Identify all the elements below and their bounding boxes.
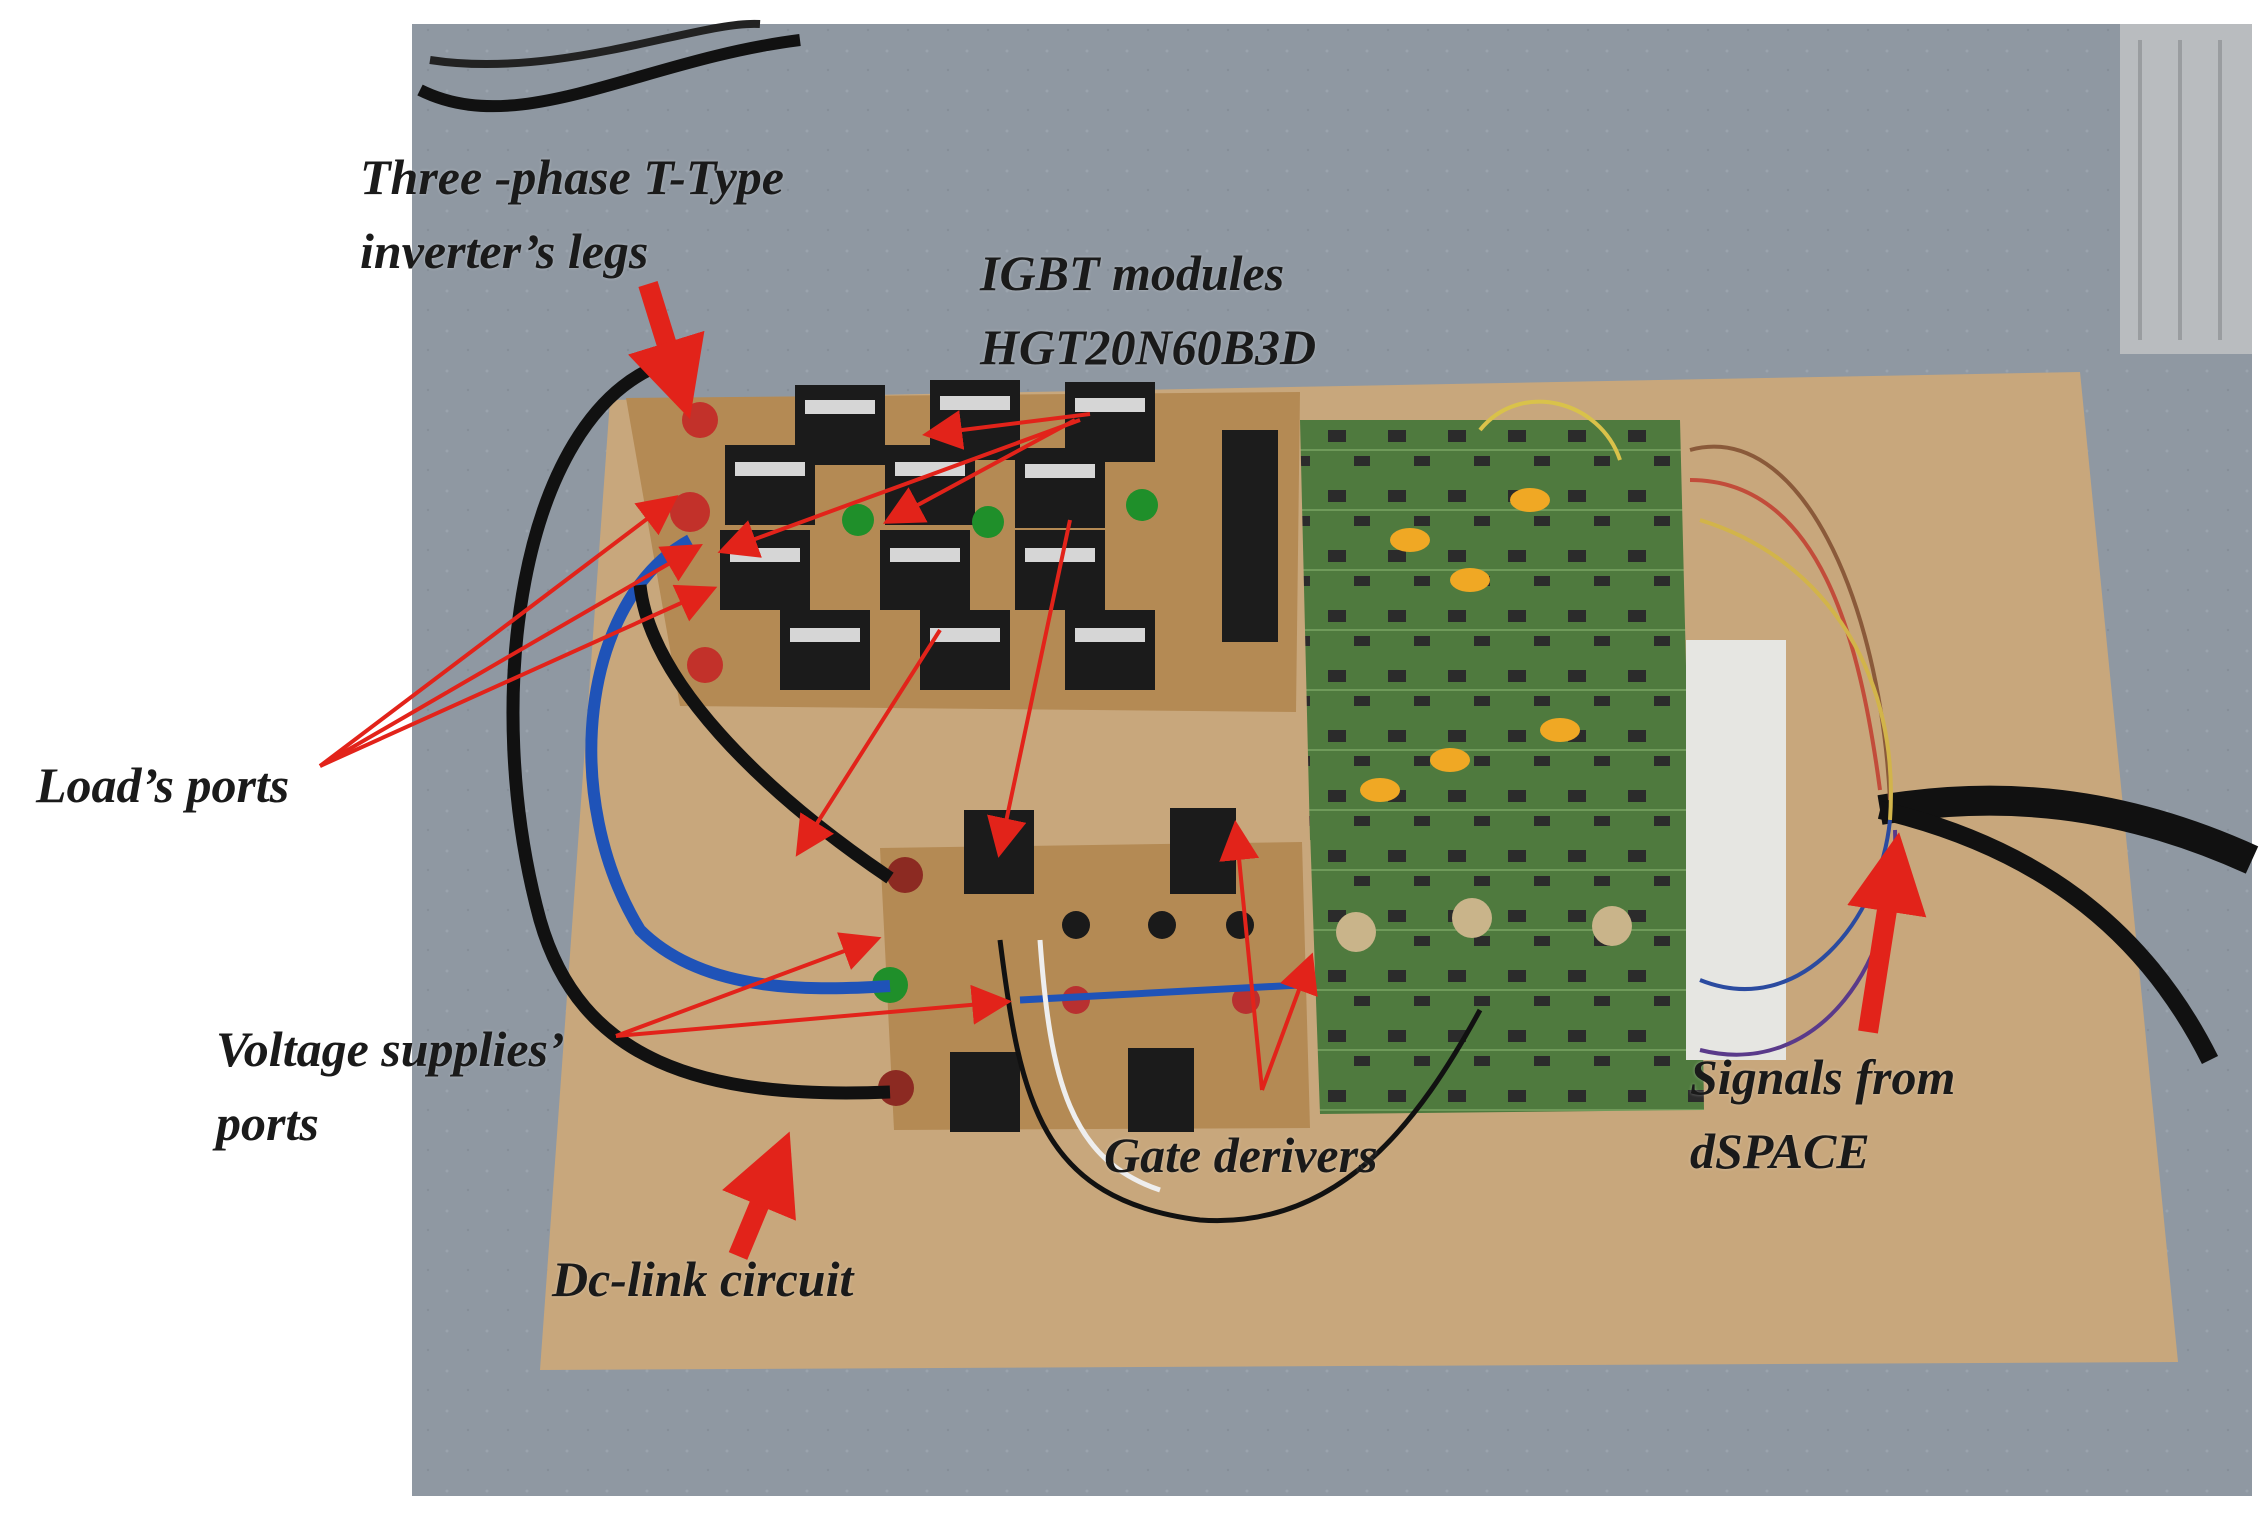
- voltage-arrow-2: [615, 984, 1012, 1038]
- label-voltage-supplies-line-1: Voltage supplies’: [216, 1021, 565, 1077]
- header-connector: [1222, 430, 1278, 642]
- dc-link-arrow: [722, 1131, 796, 1260]
- igbt-arrow-3: [717, 418, 1081, 558]
- label-inverter-legs-line-1: Three -phase T-Type: [360, 149, 784, 205]
- label-inverter-legs-line-2: inverter’s legs: [360, 223, 649, 279]
- load-arrow-3: [319, 584, 718, 768]
- label-dc-link: Dc-link circuit: [552, 1242, 853, 1316]
- label-gate-drivers: Gate derivers: [1104, 1118, 1378, 1192]
- label-signals-line-2: dSPACE: [1690, 1123, 1870, 1179]
- label-voltage-supplies-line-2: ports: [216, 1095, 319, 1151]
- gate-arrow-1: [795, 628, 942, 857]
- power-cables: [506, 358, 2259, 1224]
- label-gate-drivers-line-1: Gate derivers: [1104, 1127, 1378, 1183]
- signals-arrow: [1847, 832, 1927, 1034]
- inverter-legs-arrow: [628, 281, 705, 420]
- gate-arrow-3: [1219, 820, 1264, 1091]
- load-arrow-1: [318, 495, 679, 768]
- breadboard: [1686, 640, 1786, 1060]
- igbt-arrow-1: [922, 410, 1091, 450]
- annotation-arrows: [318, 281, 1927, 1260]
- label-inverter-legs: Three -phase T-Type inverter’s legs: [360, 140, 784, 288]
- label-dc-link-line-1: Dc-link circuit: [552, 1251, 854, 1307]
- label-load-ports: Load’s ports: [36, 748, 289, 822]
- igbt-arrow-2: [882, 418, 1076, 524]
- gate-driver-boards: [1300, 420, 1704, 1114]
- load-port-connectors: [670, 402, 1158, 683]
- label-signals-line-1: Signals from: [1690, 1049, 1956, 1105]
- gate-arrow-4: [1260, 952, 1318, 1091]
- voltage-arrow-1: [615, 932, 882, 1038]
- label-igbt-modules-line-1: IGBT modules: [980, 245, 1285, 301]
- gate-arrow-2: [987, 519, 1072, 858]
- label-voltage-supplies: Voltage supplies’ ports: [216, 1012, 565, 1160]
- label-signals: Signals from dSPACE: [1690, 1040, 1955, 1188]
- label-igbt-modules: IGBT modules HGT20N60B3D: [980, 236, 1316, 384]
- label-load-ports-line-1: Load’s ports: [36, 757, 290, 813]
- load-arrow-2: [318, 543, 703, 768]
- label-igbt-modules-line-2: HGT20N60B3D: [980, 319, 1317, 375]
